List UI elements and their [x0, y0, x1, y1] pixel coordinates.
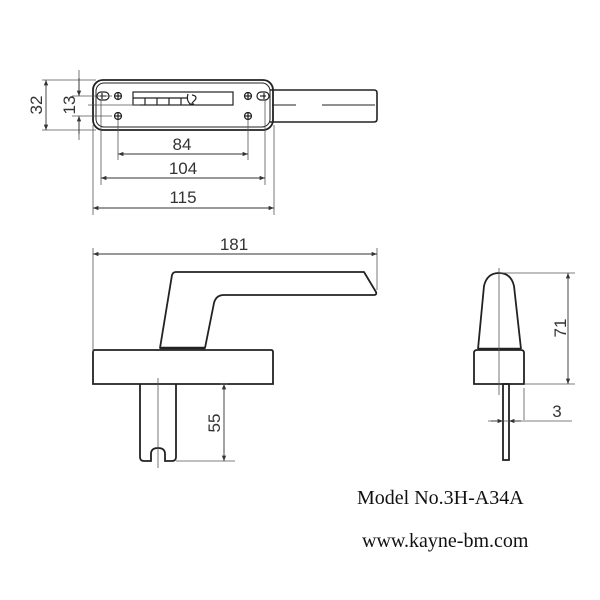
dim-13-label: 13 — [60, 96, 79, 115]
dim-115-label: 115 — [169, 188, 196, 207]
dim-3-label: 3 — [552, 402, 561, 421]
rose-base-side — [92, 349, 274, 385]
extension-lines-top — [42, 70, 275, 215]
dim-181-label: 181 — [220, 235, 248, 254]
dim-104-label: 104 — [169, 159, 197, 178]
top-view: 32 13 84 104 115 — [27, 70, 378, 215]
dim-32-label: 32 — [27, 96, 46, 115]
end-view: 71 3 — [473, 268, 575, 461]
extension-lines-end — [488, 268, 575, 422]
dim-71-label: 71 — [551, 319, 570, 338]
extension-lines-side — [92, 248, 378, 468]
dimension-lines-top — [43, 78, 274, 211]
dimension-lines-end — [491, 273, 571, 424]
side-view: 181 55 — [92, 235, 378, 468]
model-number: Model No.3H-A34A — [357, 487, 524, 509]
handle-lever-side — [159, 271, 378, 350]
screw-holes — [96, 91, 270, 121]
handle-bar-top — [270, 89, 378, 123]
dim-84-label: 84 — [173, 135, 192, 154]
website-url: www.kayne-bm.com — [362, 530, 529, 552]
dim-55-label: 55 — [205, 414, 224, 433]
lock-slot — [132, 91, 234, 106]
dimension-lines-side — [92, 251, 377, 461]
